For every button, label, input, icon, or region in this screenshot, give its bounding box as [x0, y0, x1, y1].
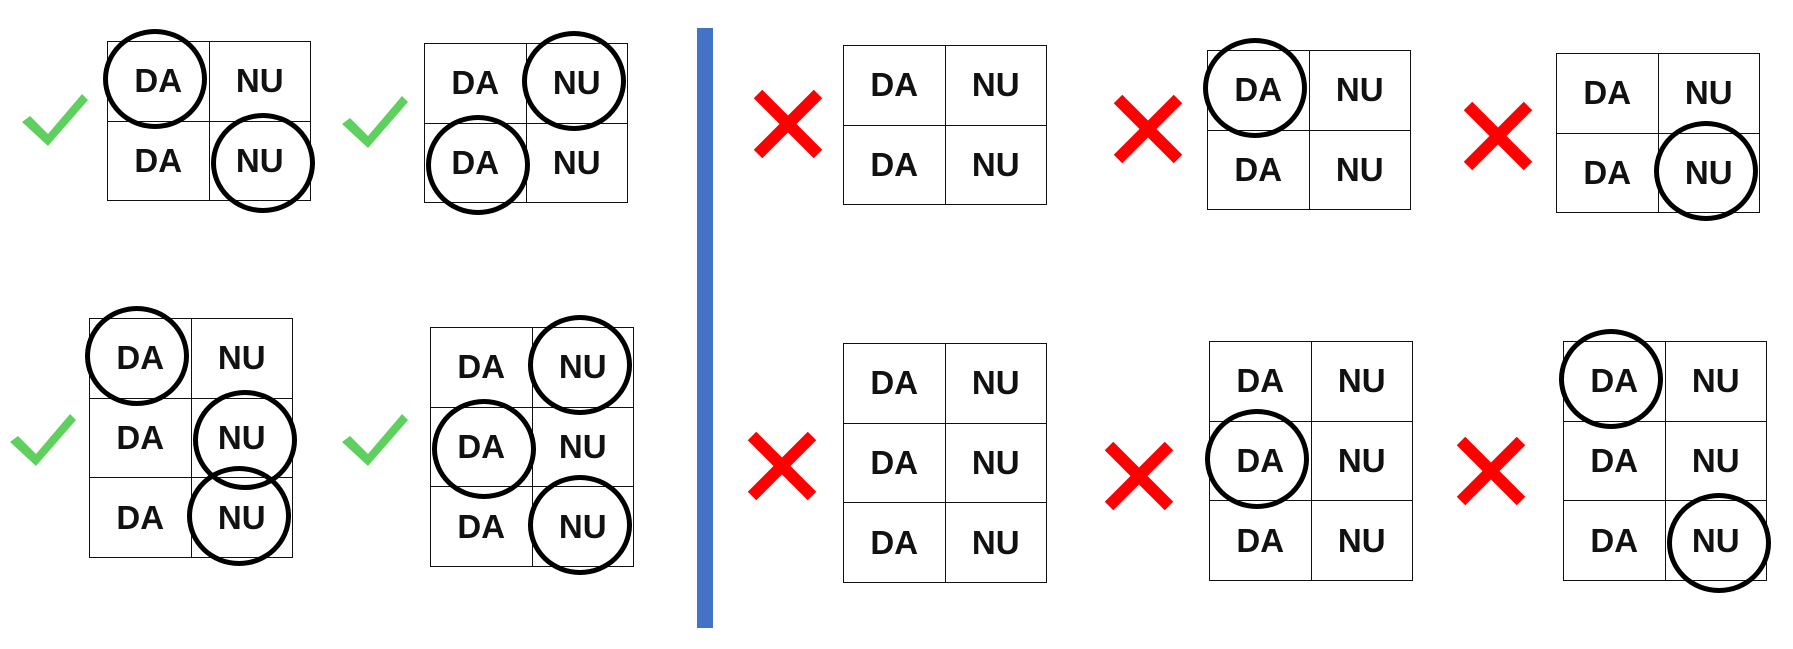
- grid-cell-nu: NU: [1309, 130, 1411, 210]
- grid-cell-nu: NU: [532, 407, 634, 488]
- grid-cell-nu: NU: [945, 344, 1047, 424]
- grid-cell-da: DA: [425, 123, 527, 203]
- cross-icon: [1456, 436, 1526, 506]
- grid-cell-nu: NU: [526, 44, 628, 124]
- grid-cell-da: DA: [1210, 501, 1312, 581]
- grid-cell-nu: NU: [945, 125, 1047, 205]
- grid-cell-da: DA: [1208, 130, 1310, 210]
- grid-cell-da: DA: [431, 328, 533, 408]
- grid-cell-nu: NU: [532, 328, 634, 408]
- grid-cell-nu: NU: [191, 478, 293, 558]
- grid-cell-da: DA: [108, 42, 210, 122]
- grid-cell-da: DA: [1210, 342, 1312, 422]
- grid-cell-nu: NU: [209, 121, 311, 201]
- grid-cell-nu: NU: [1665, 501, 1767, 581]
- grid-cell-da: DA: [90, 398, 192, 479]
- check-icon: [10, 414, 76, 466]
- grid-cell-da: DA: [1557, 54, 1659, 134]
- grid-cell-nu: NU: [1658, 133, 1760, 213]
- grid-cell-da: DA: [90, 319, 192, 399]
- grid-cell-da: DA: [1557, 133, 1659, 213]
- grid-cell-da: DA: [844, 344, 946, 424]
- grid-cell-nu: NU: [209, 42, 311, 122]
- grid-cell-da: DA: [1210, 421, 1312, 502]
- grid-cell-da: DA: [844, 503, 946, 583]
- grid-cell-nu: NU: [1665, 421, 1767, 502]
- grid-cell-da: DA: [844, 423, 946, 504]
- grid-cell-nu: NU: [191, 319, 293, 399]
- grid-cell-nu: NU: [532, 487, 634, 567]
- grid-cell-nu: NU: [191, 398, 293, 479]
- grid-cell-nu: NU: [945, 423, 1047, 504]
- cross-icon: [1463, 101, 1533, 171]
- grid-cell-da: DA: [90, 478, 192, 558]
- check-icon: [342, 96, 408, 148]
- grid-cell-da: DA: [844, 46, 946, 126]
- grid-cell-nu: NU: [1311, 501, 1413, 581]
- grid-cell-nu: NU: [1311, 421, 1413, 502]
- grid-cell-da: DA: [108, 121, 210, 201]
- grid-cell-nu: NU: [945, 46, 1047, 126]
- cross-icon: [1113, 94, 1183, 164]
- check-icon: [22, 94, 88, 146]
- grid-cell-nu: NU: [1658, 54, 1760, 134]
- grid-cell-nu: NU: [1309, 51, 1411, 131]
- divider-line: [697, 28, 713, 628]
- cross-icon: [1104, 441, 1174, 511]
- grid-cell-nu: NU: [1311, 342, 1413, 422]
- grid-cell-da: DA: [431, 407, 533, 488]
- grid-cell-nu: NU: [945, 503, 1047, 583]
- cross-icon: [747, 431, 817, 501]
- grid-cell-da: DA: [1564, 342, 1666, 422]
- grid-cell-nu: NU: [1665, 342, 1767, 422]
- grid-cell-da: DA: [844, 125, 946, 205]
- grid-cell-nu: NU: [526, 123, 628, 203]
- grid-cell-da: DA: [431, 487, 533, 567]
- cross-icon: [753, 89, 823, 159]
- grid-cell-da: DA: [1208, 51, 1310, 131]
- grid-cell-da: DA: [1564, 501, 1666, 581]
- check-icon: [342, 414, 408, 466]
- grid-cell-da: DA: [1564, 421, 1666, 502]
- grid-cell-da: DA: [425, 44, 527, 124]
